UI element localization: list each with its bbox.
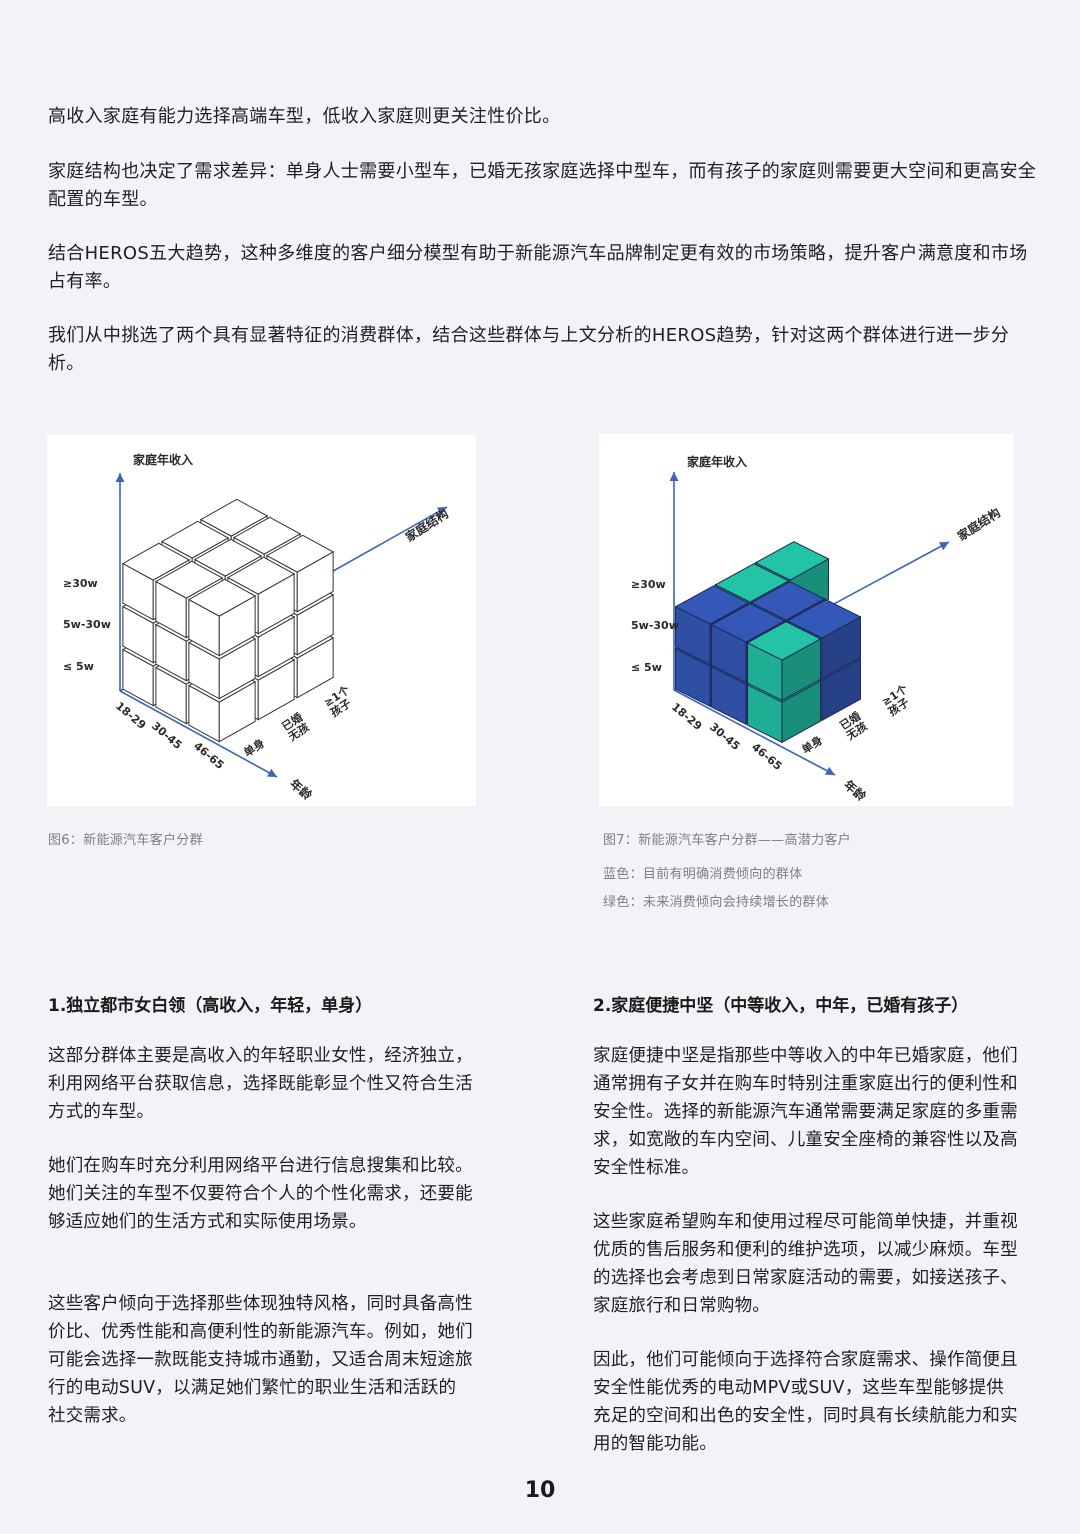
family-type-label: 已婚无孩 — [836, 709, 869, 743]
cube-top-face — [746, 621, 822, 661]
section-1-paragraph-3: 这些客户倾向于选择那些体现独特风格，同时具备高性价比、优秀性能和高便利性的新能源… — [48, 1294, 473, 1426]
age-group-label: 30-45 — [707, 720, 742, 753]
family-axis-label: 家庭结构 — [402, 506, 450, 545]
figure-7-note-green: 绿色：未来消费倾向会持续增长的群体 — [603, 895, 830, 910]
figure-7-note-blue: 蓝色：目前有明确消费倾向的群体 — [603, 867, 803, 882]
section-1-paragraph-1: 这部分群体主要是高收入的年轻职业女性，经济独立，利用网络平台获取信息，选择既能彰… — [48, 1046, 473, 1122]
cube-top-face — [193, 538, 263, 577]
page-number: 10 — [524, 1478, 556, 1503]
age-axis-line — [119, 690, 278, 778]
cube-top-face — [754, 541, 830, 581]
family-type-label: 单身 — [241, 736, 267, 760]
axis-arrowhead — [824, 766, 835, 775]
income-level-label: ≤ 5w — [631, 661, 662, 674]
income-level-label: ≤ 5w — [63, 660, 94, 673]
figure-6-caption: 图6：新能源汽车客户分群 — [48, 833, 203, 848]
intro-paragraph-4: 我们从中挑选了两个具有显著特征的消费群体，结合这些群体与上文分析的HEROS趋势… — [48, 325, 1010, 374]
segment-cube — [187, 578, 257, 657]
axis-arrowhead — [669, 472, 679, 481]
age-group-label: 46-65 — [191, 739, 226, 772]
intro-paragraph-2: 家庭结构也决定了需求差异：单身人士需要小型车，已婚无孩家庭选择中型车，而有孩子的… — [48, 161, 1037, 210]
cube-top-face — [786, 599, 862, 639]
family-type-label: ≥1个孩子 — [321, 682, 359, 720]
section-1-title: 1.独立都市女白领（高收入，年轻，单身） — [48, 996, 373, 1016]
section-2-paragraph-2: 这些家庭希望购车和使用过程尽可能简单快捷，并重视优质的售后服务和便利的维护选项，… — [593, 1212, 1018, 1316]
age-axis-label: 年龄 — [841, 777, 870, 805]
cube-top-face — [674, 585, 750, 625]
cube-top-face — [187, 578, 257, 617]
cube-top-face — [154, 560, 224, 599]
income-level-label: 5w-30w — [63, 618, 111, 631]
section-2-paragraph-1: 家庭便捷中坚是指那些中等收入的中年已婚家庭，他们通常拥有子女并在购车时特别注重家… — [593, 1046, 1018, 1178]
age-group-label: 18-29 — [669, 700, 704, 733]
family-type-label: 已婚无孩 — [278, 710, 311, 744]
cube-top-face — [226, 556, 296, 595]
cube-top-face — [714, 563, 790, 603]
axis-arrowhead — [115, 473, 125, 482]
axis-arrowhead — [436, 507, 447, 516]
section-2-title: 2.家庭便捷中坚（中等收入，中年，已婚有孩子） — [593, 996, 969, 1016]
income-axis-label: 家庭年收入 — [133, 452, 193, 467]
cube-top-face — [160, 520, 230, 559]
intro-paragraph-3: 结合HEROS五大趋势，这种多维度的客户细分模型有助于新能源汽车品牌制定更有效的… — [48, 243, 1028, 292]
cube-top-face — [710, 603, 786, 643]
section-1-paragraph-2: 她们在购车时充分利用网络平台进行信息搜集和比较。她们关注的车型不仅要符合个人的个… — [48, 1156, 473, 1232]
section-2-paragraph-3: 因此，他们可能倾向于选择符合家庭需求、操作简便且安全性能优秀的电动MPV或SUV… — [593, 1350, 1018, 1454]
cube-top-face — [121, 542, 191, 581]
family-axis-label: 家庭结构 — [954, 505, 1002, 544]
income-level-label: ≥30w — [631, 578, 666, 591]
axis-arrowhead — [266, 768, 277, 777]
cube-top-face — [750, 581, 826, 621]
segment-cube — [746, 621, 822, 702]
age-axis-line — [673, 689, 836, 776]
figure-7-caption: 图7：新能源汽车客户分群——高潜力客户 — [603, 833, 851, 848]
cube-top-face — [232, 516, 302, 555]
cube-top-face — [199, 498, 269, 537]
family-type-label: 单身 — [799, 733, 825, 757]
age-axis-label: 年龄 — [287, 776, 316, 804]
family-type-label: ≥1个孩子 — [879, 681, 917, 719]
cube-top-face — [265, 534, 335, 573]
intro-paragraph-1: 高收入家庭有能力选择高端车型，低收入家庭则更关注性价比。 — [48, 106, 561, 127]
income-axis-label: 家庭年收入 — [687, 454, 747, 469]
axis-arrowhead — [938, 542, 949, 551]
income-level-label: ≥30w — [63, 577, 98, 590]
income-level-label: 5w-30w — [631, 619, 679, 632]
